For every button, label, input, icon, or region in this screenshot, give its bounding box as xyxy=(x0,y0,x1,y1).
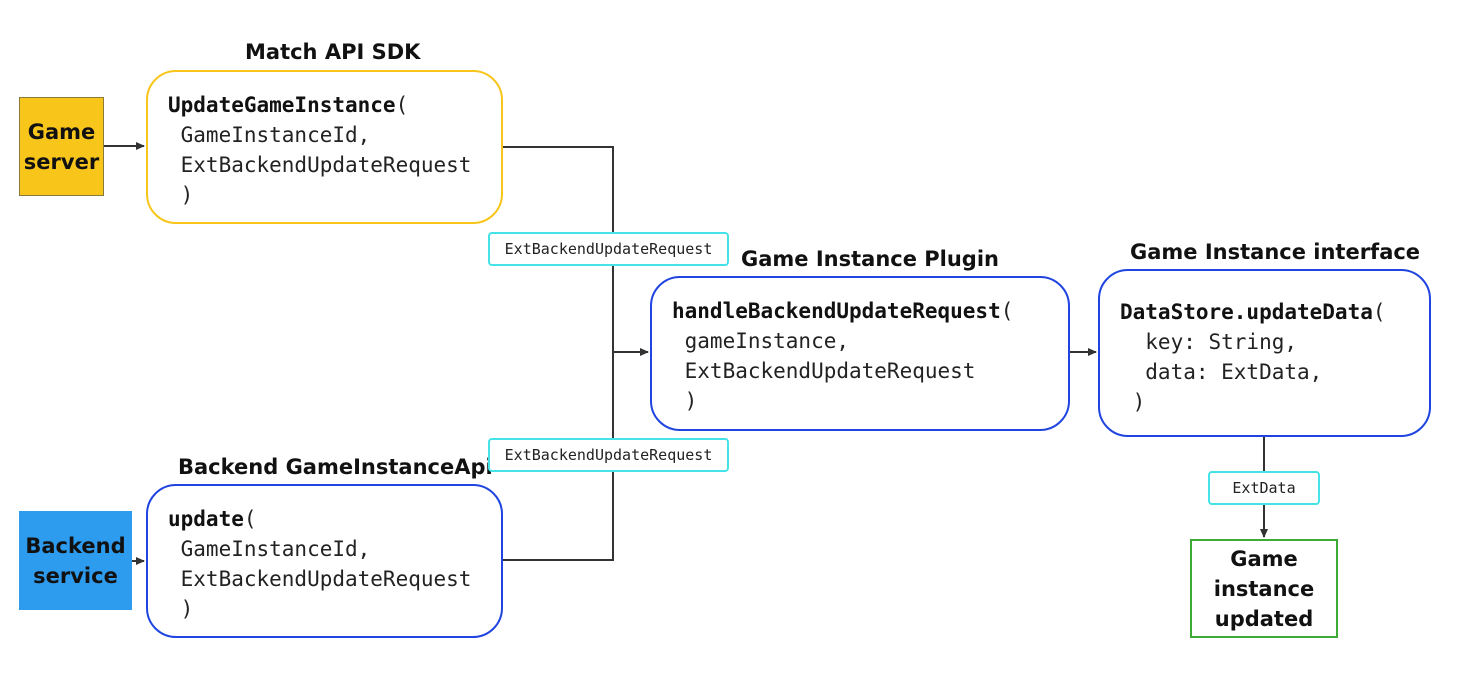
api-param-2: ExtBackendUpdateRequest xyxy=(168,567,472,591)
handle-backend-update-request-card: handleBackendUpdateRequest( gameInstance… xyxy=(650,276,1070,431)
interface-param-2: data: ExtData, xyxy=(1120,360,1323,384)
game-server-box: Game server xyxy=(19,97,104,196)
plugin-function-name: handleBackendUpdateRequest xyxy=(672,299,1001,323)
api-function-name: update xyxy=(168,507,244,531)
backend-service-label-line2: service xyxy=(33,563,118,588)
backend-service-label-line1: Backend xyxy=(25,533,126,558)
backend-service-box: Backend service xyxy=(19,511,132,610)
line-api-to-junction xyxy=(502,352,614,561)
result-label-line2: instance xyxy=(1213,576,1315,601)
api-open-paren: ( xyxy=(243,507,257,531)
line-sdk-to-junction xyxy=(502,146,614,352)
api-close-paren: ) xyxy=(168,597,194,621)
result-label-line3: updated xyxy=(1214,606,1314,631)
api-param-1: GameInstanceId, xyxy=(168,537,371,561)
interface-open-paren: ( xyxy=(1372,300,1386,324)
edge-label-sdk-request: ExtBackendUpdateRequest xyxy=(488,232,729,266)
backend-update-card: update( GameInstanceId, ExtBackendUpdate… xyxy=(146,484,503,638)
sdk-open-paren: ( xyxy=(395,93,409,117)
game-server-label-line2: server xyxy=(23,149,100,174)
plugin-param-1: gameInstance, xyxy=(672,329,850,353)
sdk-close-paren: ) xyxy=(168,183,194,207)
game-instance-interface-title: Game Instance interface xyxy=(1130,240,1421,264)
plugin-open-paren: ( xyxy=(1000,299,1014,323)
interface-function-name: DataStore.updateData xyxy=(1120,300,1373,324)
result-label-line1: Game xyxy=(1230,546,1298,571)
backend-gameinstanceapi-title: Backend GameInstanceApi xyxy=(178,455,493,479)
plugin-param-2: ExtBackendUpdateRequest xyxy=(672,359,976,383)
sdk-param-1: GameInstanceId, xyxy=(168,123,371,147)
datastore-update-data-card: DataStore.updateData( key: String, data:… xyxy=(1098,269,1431,437)
game-server-label-line1: Game xyxy=(27,119,96,144)
interface-close-paren: ) xyxy=(1120,390,1146,414)
game-instance-updated-box: Game instance updated xyxy=(1190,539,1338,638)
sdk-param-2: ExtBackendUpdateRequest xyxy=(168,153,472,177)
edge-label-api-request: ExtBackendUpdateRequest xyxy=(488,438,729,472)
interface-param-1: key: String, xyxy=(1120,330,1298,354)
edge-label-extdata: ExtData xyxy=(1208,471,1320,505)
game-instance-plugin-title: Game Instance Plugin xyxy=(741,247,999,271)
plugin-close-paren: ) xyxy=(672,389,698,413)
sdk-function-name: UpdateGameInstance xyxy=(168,93,396,117)
match-api-sdk-title: Match API SDK xyxy=(245,40,421,64)
update-game-instance-card: UpdateGameInstance( GameInstanceId, ExtB… xyxy=(146,70,503,224)
